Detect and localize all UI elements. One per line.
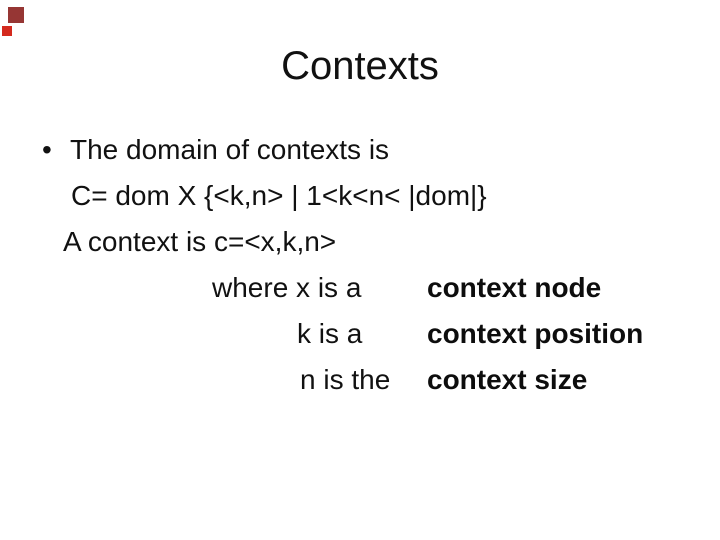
body-line-domain-of-contexts: The domain of contexts is bbox=[70, 134, 390, 165]
body-line-k-is-a: k is a bbox=[297, 318, 363, 349]
corner-decor-square-bright-red bbox=[2, 26, 12, 36]
body-line-context-size: context size bbox=[427, 364, 588, 395]
corner-decor-square-dark-red bbox=[8, 7, 24, 23]
body-line-context-tuple: A context is c=<x,k,n> bbox=[63, 226, 337, 257]
slide-title: Contexts bbox=[281, 44, 439, 88]
body-line-context-node: context node bbox=[427, 272, 602, 303]
body-line-n-is-the: n is the bbox=[300, 364, 391, 395]
body-line-where-x: where x is a bbox=[212, 272, 362, 303]
body-line-domain-formula: C= dom X {<k,n> | 1<k<n< |dom|} bbox=[71, 180, 487, 211]
body-line-context-position: context position bbox=[427, 318, 644, 349]
bullet-marker: • bbox=[42, 134, 52, 165]
